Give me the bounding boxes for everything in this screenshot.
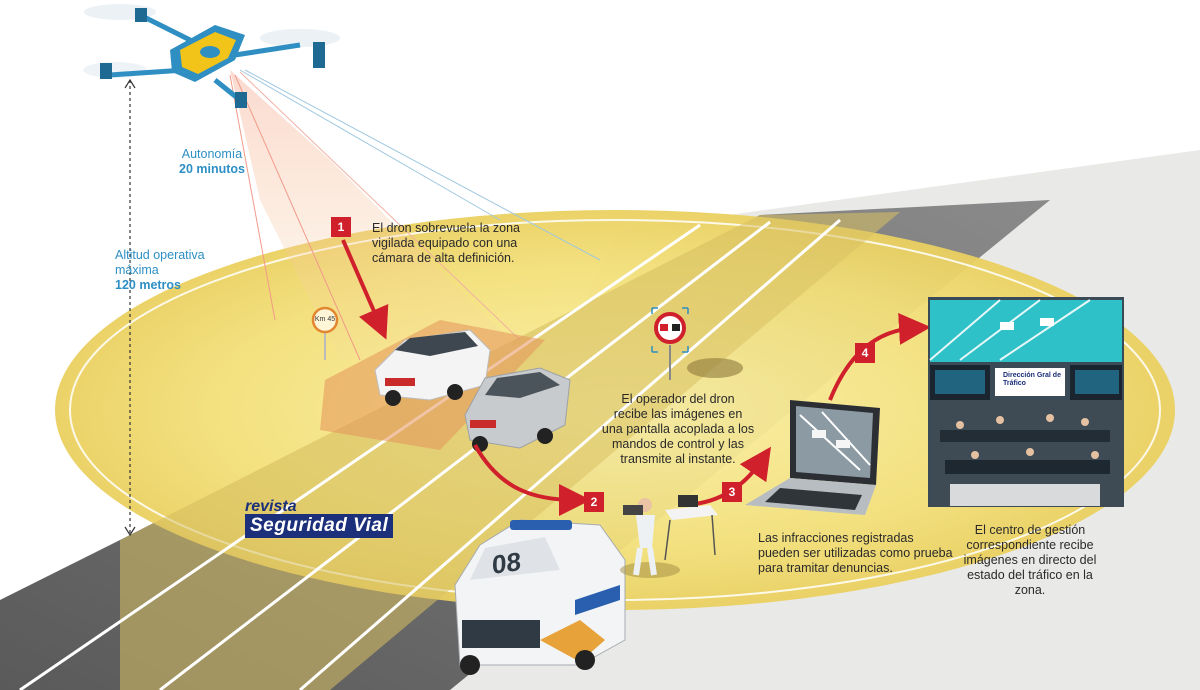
autonomy-value: 20 minutos (179, 162, 245, 176)
step-3-text: Las infracciones registradas pueden ser … (758, 531, 963, 576)
step-4-line: zona. (1014, 583, 1046, 597)
drone-icon (83, 4, 340, 108)
step-4-badge: 4 (855, 343, 875, 363)
drone-operator (620, 495, 718, 578)
step-4-line: correspondiente recibe (966, 538, 1094, 552)
flow-arrow-2 (473, 444, 591, 516)
step-3-line: pueden ser utilizadas como prueba (758, 546, 953, 560)
no-overtaking-sign-icon (651, 307, 743, 380)
altitude-line2: máxima (115, 263, 159, 277)
beam-line (229, 74, 276, 321)
step-2-line: transmite al instante. (620, 452, 736, 466)
step-1-line: cámara de alta definición. (372, 251, 515, 265)
suv-car (374, 329, 491, 406)
camera-beam (230, 70, 520, 360)
step-2-line: recibe las imágenes en (613, 407, 743, 421)
control-room-photo (928, 297, 1124, 507)
step-4-text: El centro de gestión correspondiente rec… (950, 523, 1110, 598)
step-3-badge: 3 (722, 482, 742, 502)
step-4-line: El centro de gestión (974, 523, 1086, 537)
van-vehicle (454, 519, 626, 675)
speed-sign-icon (311, 306, 339, 360)
brand-logo: revista Seguridad Vial (245, 498, 394, 538)
brand-line1: revista (245, 498, 297, 515)
step-2-line: El operador del dron (621, 392, 735, 406)
altitude-arrow-bottom (124, 526, 136, 537)
altitude-line1: Altitud operativa (115, 248, 205, 262)
altitude-label: Altitud operativa máxima 120 metros (115, 248, 235, 293)
step-2-line: una pantalla acoplada a los (601, 422, 755, 436)
lane-line-left (19, 223, 701, 690)
step-1-badge: 1 (331, 217, 351, 237)
laptop-icon (745, 400, 880, 515)
step-3-line: Las infracciones registradas (758, 531, 914, 545)
step-1-line: El dron sobrevuela la zona (372, 221, 521, 235)
beam-line (239, 71, 521, 341)
beam-line (244, 69, 601, 261)
speed-sign-text: Km 45 (314, 316, 336, 323)
flow-arrow-1 (341, 239, 389, 340)
lane-line-center (159, 220, 771, 690)
step-4-line: imágenes en directo del (963, 553, 1097, 567)
step-2-badge: 2 (584, 492, 604, 512)
step-4-line: estado del tráfico en la (967, 568, 1093, 582)
brand-line2: Seguridad Vial (245, 514, 394, 538)
beam-line (234, 74, 361, 361)
step-3-line: para tramitar denuncias. (758, 561, 893, 575)
autonomy-label: Autonomía 20 minutos (172, 147, 252, 177)
step-2-text: El operador del dron recibe las imágenes… (583, 392, 773, 467)
step-1-text: El dron sobrevuela la zona vigilada equi… (372, 221, 542, 266)
altitude-arrow-top (124, 78, 136, 89)
autonomy-title: Autonomía (181, 147, 243, 161)
lane-line-right (299, 218, 841, 690)
beam-line (239, 69, 501, 221)
step-1-line: vigilada equipado con una (372, 236, 518, 250)
control-room-sign: Dirección Gral de Tráfico (1003, 372, 1061, 387)
altitude-value: 120 metros (115, 278, 182, 292)
step-2-line: mandos de control y las (611, 437, 744, 451)
van-number: 08 (492, 545, 521, 581)
